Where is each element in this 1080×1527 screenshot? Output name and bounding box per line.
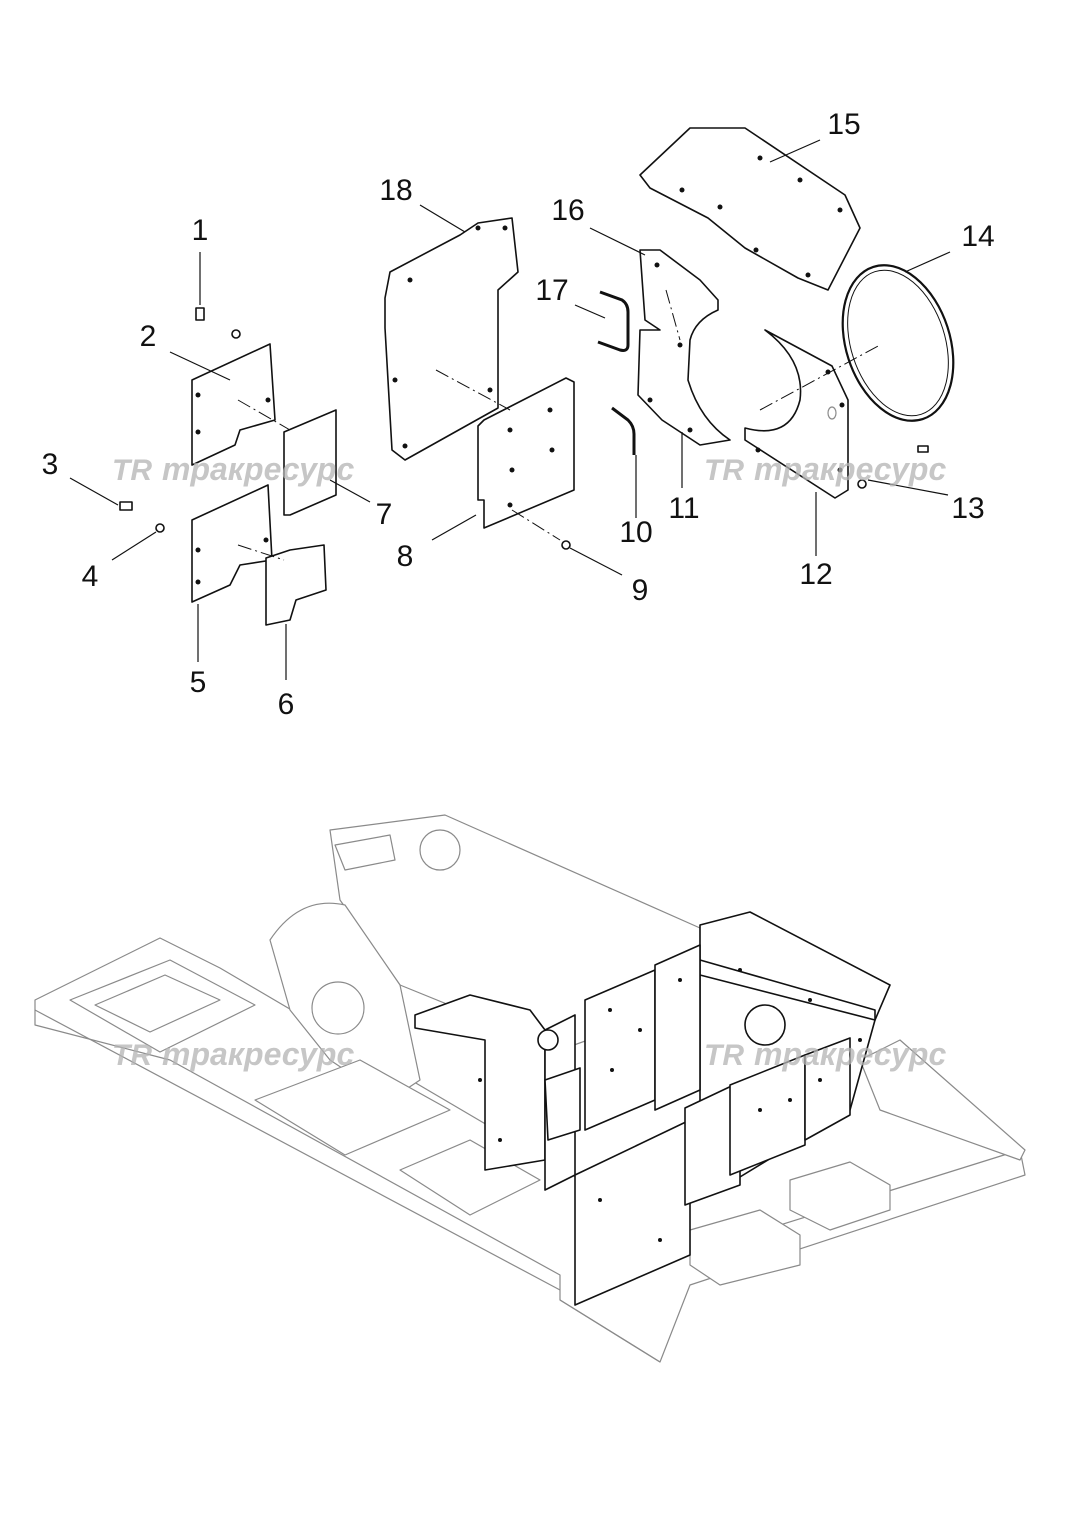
callout-8: 8 <box>397 540 414 573</box>
callout-9: 9 <box>632 574 649 607</box>
watermark-bottom-left: TR тракресурс <box>112 1036 354 1072</box>
callout-16: 16 <box>551 194 584 227</box>
watermark-text: тракресурс <box>754 1036 946 1072</box>
watermark-text: тракресурс <box>754 451 946 487</box>
watermark-bottom-right: TR тракресурс <box>704 1036 946 1072</box>
callout-2: 2 <box>140 320 157 353</box>
watermark-logo: TR <box>112 454 152 487</box>
callout-6: 6 <box>278 688 295 721</box>
part-7-upper-pad <box>283 409 337 516</box>
part-6-lower-pad <box>265 544 327 626</box>
part-4-washer <box>155 523 165 533</box>
callout-15: 15 <box>827 108 860 141</box>
callout-7: 7 <box>376 498 393 531</box>
callout-12: 12 <box>799 558 832 591</box>
callout-10: 10 <box>619 516 652 549</box>
callout-13: 13 <box>951 492 984 525</box>
watermark-text: тракресурс <box>162 1036 354 1072</box>
callout-4: 4 <box>82 560 99 593</box>
part-15-top-cover <box>639 127 861 291</box>
callout-3: 3 <box>42 448 59 481</box>
callout-1: 1 <box>192 214 209 247</box>
part-17-u-bolt <box>597 290 630 352</box>
watermark-logo: TR <box>704 1039 744 1072</box>
part-2-upper-plate <box>191 343 276 466</box>
callout-17: 17 <box>535 274 568 307</box>
part-5-lower-plate <box>191 484 273 603</box>
part-8-insulation-pad <box>477 377 575 529</box>
watermark-logo: TR <box>112 1039 152 1072</box>
part-14-ring-seal <box>841 264 955 422</box>
part-13-bolt-washer <box>857 445 929 489</box>
part-16-shroud-panel <box>637 249 731 446</box>
part-9-nut <box>561 540 571 550</box>
watermark-text: тракресурс <box>162 451 354 487</box>
leader-lines <box>69 139 951 680</box>
part-10-hook-rod <box>611 406 636 455</box>
watermark-logo: TR <box>704 454 744 487</box>
callout-5: 5 <box>190 666 207 699</box>
watermark-top-left: TR тракресурс <box>112 451 354 487</box>
watermark-top-right: TR тракресурс <box>704 451 946 487</box>
callout-18: 18 <box>379 174 412 207</box>
part-1-bolt <box>195 307 205 321</box>
part-3-bolt <box>119 501 133 511</box>
part-12-right-shroud <box>744 329 849 499</box>
callout-labels: 1 2 3 4 5 6 7 8 9 10 11 12 13 14 15 16 1… <box>42 108 995 721</box>
assembled-frame-view <box>34 814 1026 1363</box>
callout-11: 11 <box>668 492 699 525</box>
part-washer-upper <box>231 329 241 339</box>
callout-14: 14 <box>961 220 994 253</box>
part-18-side-panel <box>384 217 519 461</box>
